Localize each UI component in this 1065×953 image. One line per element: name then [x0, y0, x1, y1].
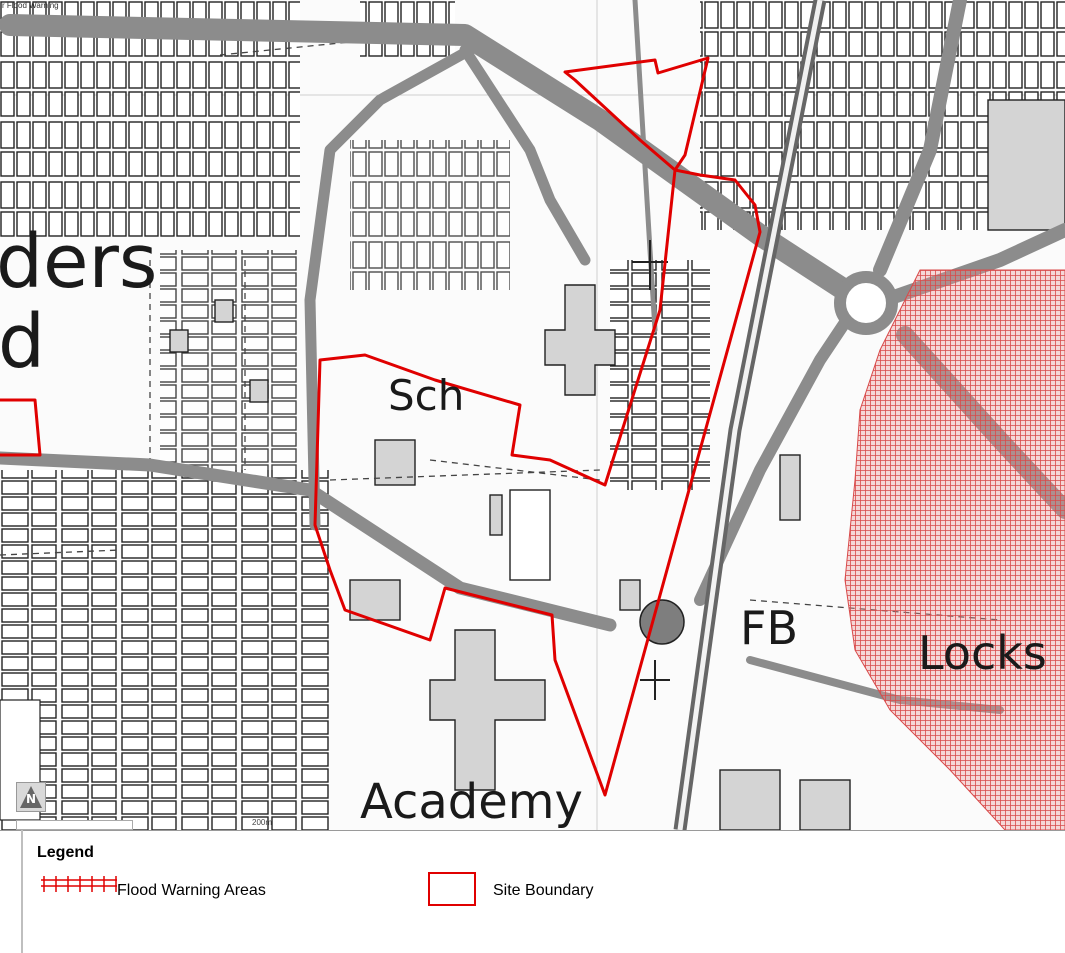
grey-buildings: [169, 99, 1065, 830]
site-boundary-swatch-icon: [428, 872, 476, 906]
place-label-fb: FB: [740, 601, 799, 655]
north-label: N: [25, 792, 37, 806]
roundabout: [834, 271, 898, 335]
place-label-academy: Academy: [360, 774, 583, 830]
place-label-ders: ders: [0, 219, 158, 305]
map-canvas[interactable]: [0, 0, 1065, 830]
place-label-locks: Locks: [918, 626, 1047, 680]
north-arrow: N: [16, 782, 46, 812]
legend-panel: Legend Flood Warning Areas Site Boundary: [21, 830, 1065, 953]
place-label-sch: Sch: [388, 371, 465, 420]
flood-warning-swatch-icon: [41, 876, 117, 892]
junction-marker: [639, 599, 685, 645]
flood-warning-area: [844, 269, 1065, 830]
roads: [0, 0, 1065, 714]
scale-bar: [16, 820, 133, 830]
legend-label-site: Site Boundary: [493, 882, 594, 899]
cross-markers: [632, 240, 670, 700]
scale-label: 200m: [252, 818, 273, 827]
legend-title: Legend: [37, 844, 94, 861]
north-arrow-icon: [20, 786, 42, 808]
legend-label-flood: Flood Warning Areas: [117, 882, 266, 899]
map-title: r Flood Warning: [2, 1, 59, 10]
map-view[interactable]: r Flood Warning ders d Sch FB Locks Acad…: [0, 0, 1065, 831]
place-label-d: d: [0, 299, 45, 385]
site-boundaries: [0, 56, 762, 797]
railway: [673, 0, 827, 830]
